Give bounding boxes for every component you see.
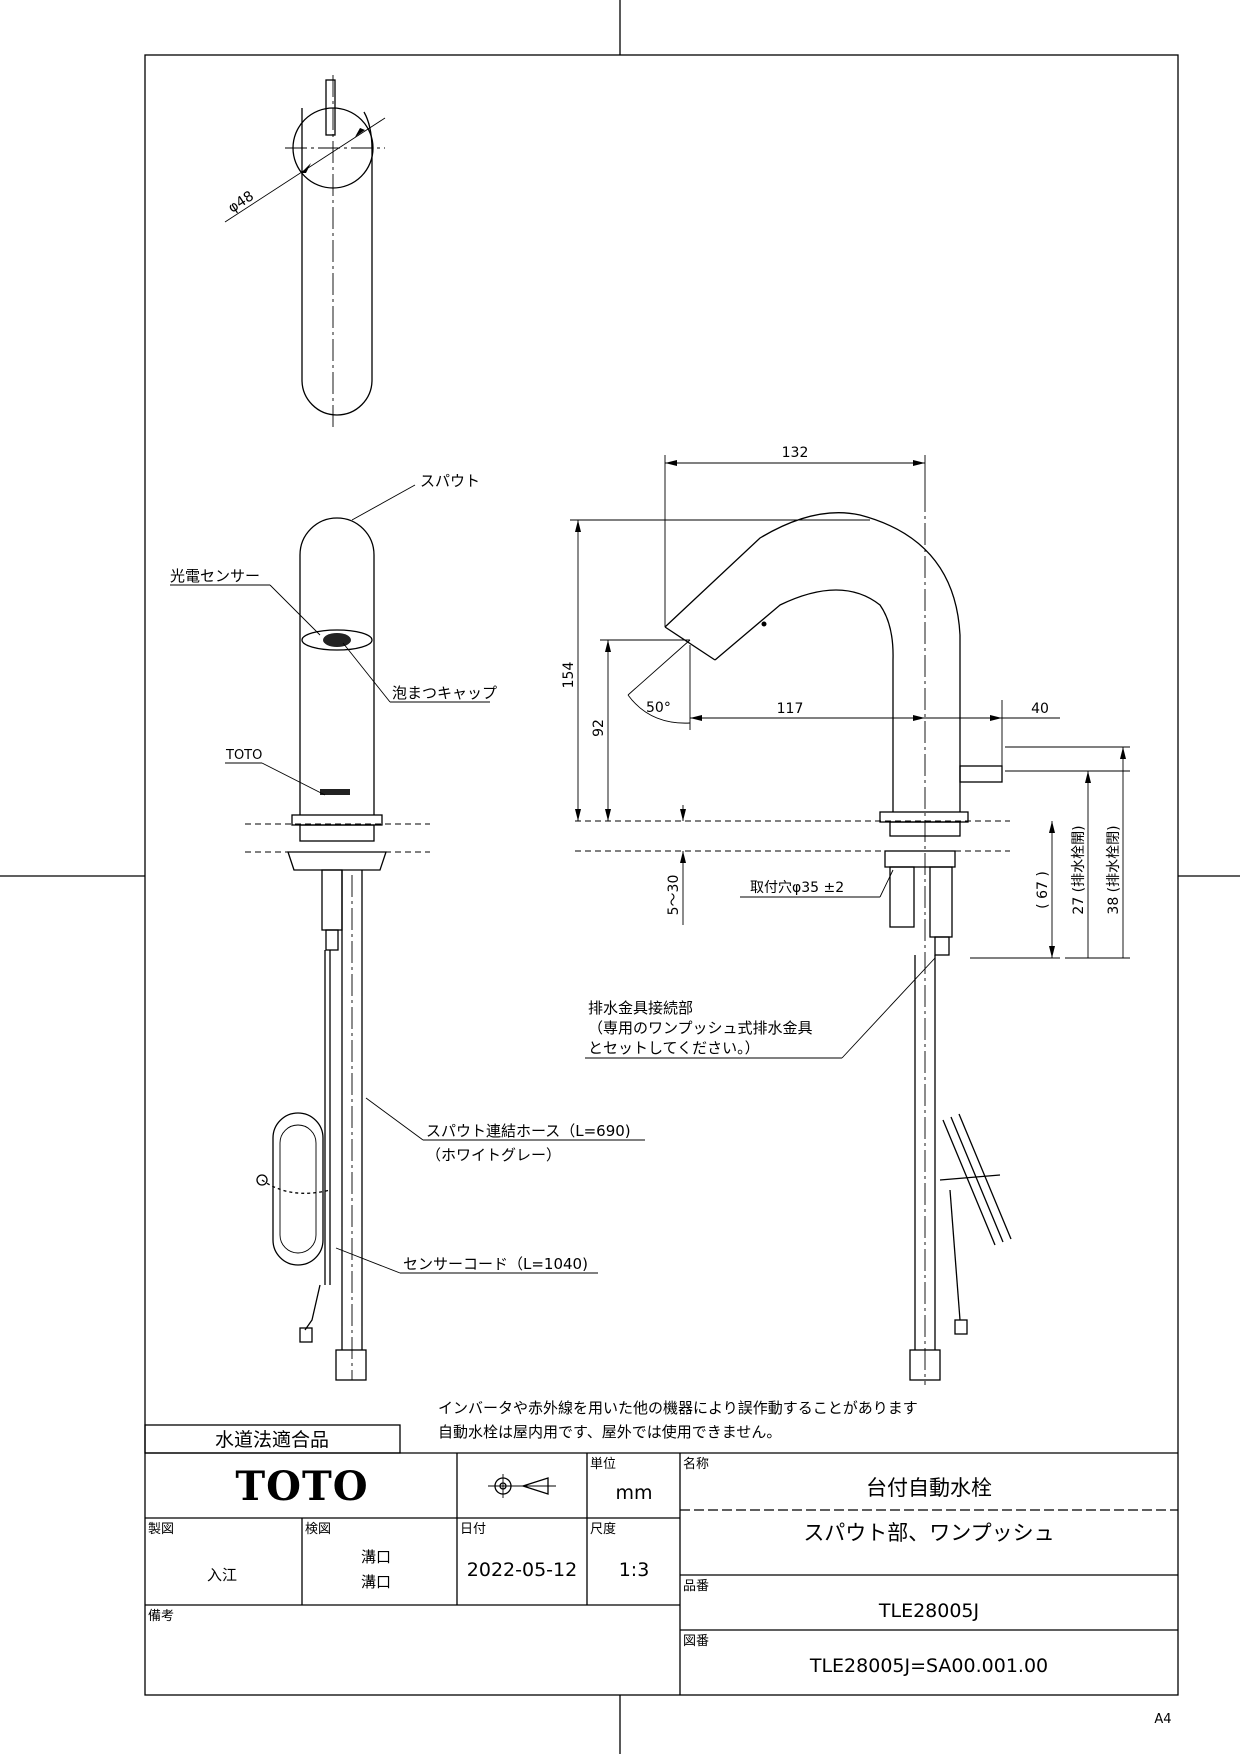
hose-color-label: （ホワイトグレー） <box>426 1146 561 1164</box>
unit-label: 単位 <box>590 1456 616 1472</box>
scale-value: 1:3 <box>619 1559 650 1581</box>
note-line1: インバータや赤外線を用いた他の機器により誤作動することがあります <box>438 1399 918 1417</box>
name-label: 名称 <box>683 1456 709 1472</box>
angle-50: 50° <box>646 700 671 716</box>
dim-92: 92 <box>591 719 607 737</box>
spout-label: スパウト <box>420 472 480 490</box>
front-view: スパウト 光電センサー 泡まつキャップ TOTO スパウト連結ホース（L=690… <box>170 472 645 1381</box>
dim-117: 117 <box>777 701 804 717</box>
product-label: 品番 <box>683 1579 709 1594</box>
dim-67: ( 67 ) <box>1035 871 1051 909</box>
checked-value2: 溝口 <box>361 1573 391 1591</box>
drawn-value: 入江 <box>207 1566 237 1584</box>
dim-132: 132 <box>782 445 809 461</box>
toto-label: TOTO <box>225 748 262 763</box>
cord-label: センサーコード（L=1040) <box>403 1255 588 1273</box>
drawing-frame <box>144 54 1179 1696</box>
drain-line1: 排水金具接続部 <box>588 999 693 1017</box>
checked-label: 検図 <box>305 1522 331 1537</box>
side-view: 132 154 92 50° 117 40 5～30 <box>561 445 1130 1385</box>
date-value: 2022-05-12 <box>467 1559 577 1581</box>
drawn-label: 製図 <box>148 1522 174 1537</box>
unit-value: mm <box>615 1482 652 1504</box>
notes: インバータや赤外線を用いた他の機器により誤作動することがあります 自動水栓は屋内… <box>438 1399 918 1441</box>
dim-38: 38 (排水栓閉) <box>1106 825 1122 914</box>
dim-5-30: 5～30 <box>666 875 682 916</box>
product-value: TLE28005J <box>878 1600 979 1622</box>
drain-line2: （専用のワンプッシュ式排水金具 <box>588 1019 813 1037</box>
date-label: 日付 <box>460 1522 486 1537</box>
compliance-box: 水道法適合品 <box>144 1424 401 1454</box>
dim-154: 154 <box>561 662 577 689</box>
cap-label: 泡まつキャップ <box>392 684 497 702</box>
toto-logo: TOTO <box>235 1463 368 1510</box>
compliance-label: 水道法適合品 <box>215 1429 329 1451</box>
name-line1: 台付自動水栓 <box>866 1476 992 1500</box>
projection-symbol <box>488 1474 556 1498</box>
name-line2: スパウト部、ワンプッシュ <box>803 1521 1054 1545</box>
sensor-label: 光電センサー <box>170 567 260 585</box>
drain-line3: とセットしてください。） <box>588 1039 760 1057</box>
dim-27: 27 (排水栓開) <box>1071 825 1087 914</box>
note-line2: 自動水栓は屋内用です、屋外では使用できません。 <box>438 1423 781 1441</box>
mount-hole: 取付穴φ35 ±2 <box>750 880 844 896</box>
drawing-no-label: 図番 <box>683 1634 709 1649</box>
diameter-label: φ48 <box>225 188 256 216</box>
paper-size: A4 <box>1154 1712 1171 1727</box>
dim-40: 40 <box>1031 701 1049 717</box>
top-view: φ48 <box>224 75 386 430</box>
checked-value1: 溝口 <box>361 1548 391 1566</box>
scale-label: 尺度 <box>590 1521 616 1537</box>
title-block: TOTO 単位 mm 名称 台付自動水栓 スパウト部、ワンプッシュ 製図 入江 … <box>145 1452 1178 1695</box>
hose-label: スパウト連結ホース（L=690) <box>426 1122 631 1140</box>
drawing-no-value: TLE28005J=SA00.001.00 <box>809 1655 1048 1677</box>
remarks-label: 備考 <box>148 1608 174 1624</box>
